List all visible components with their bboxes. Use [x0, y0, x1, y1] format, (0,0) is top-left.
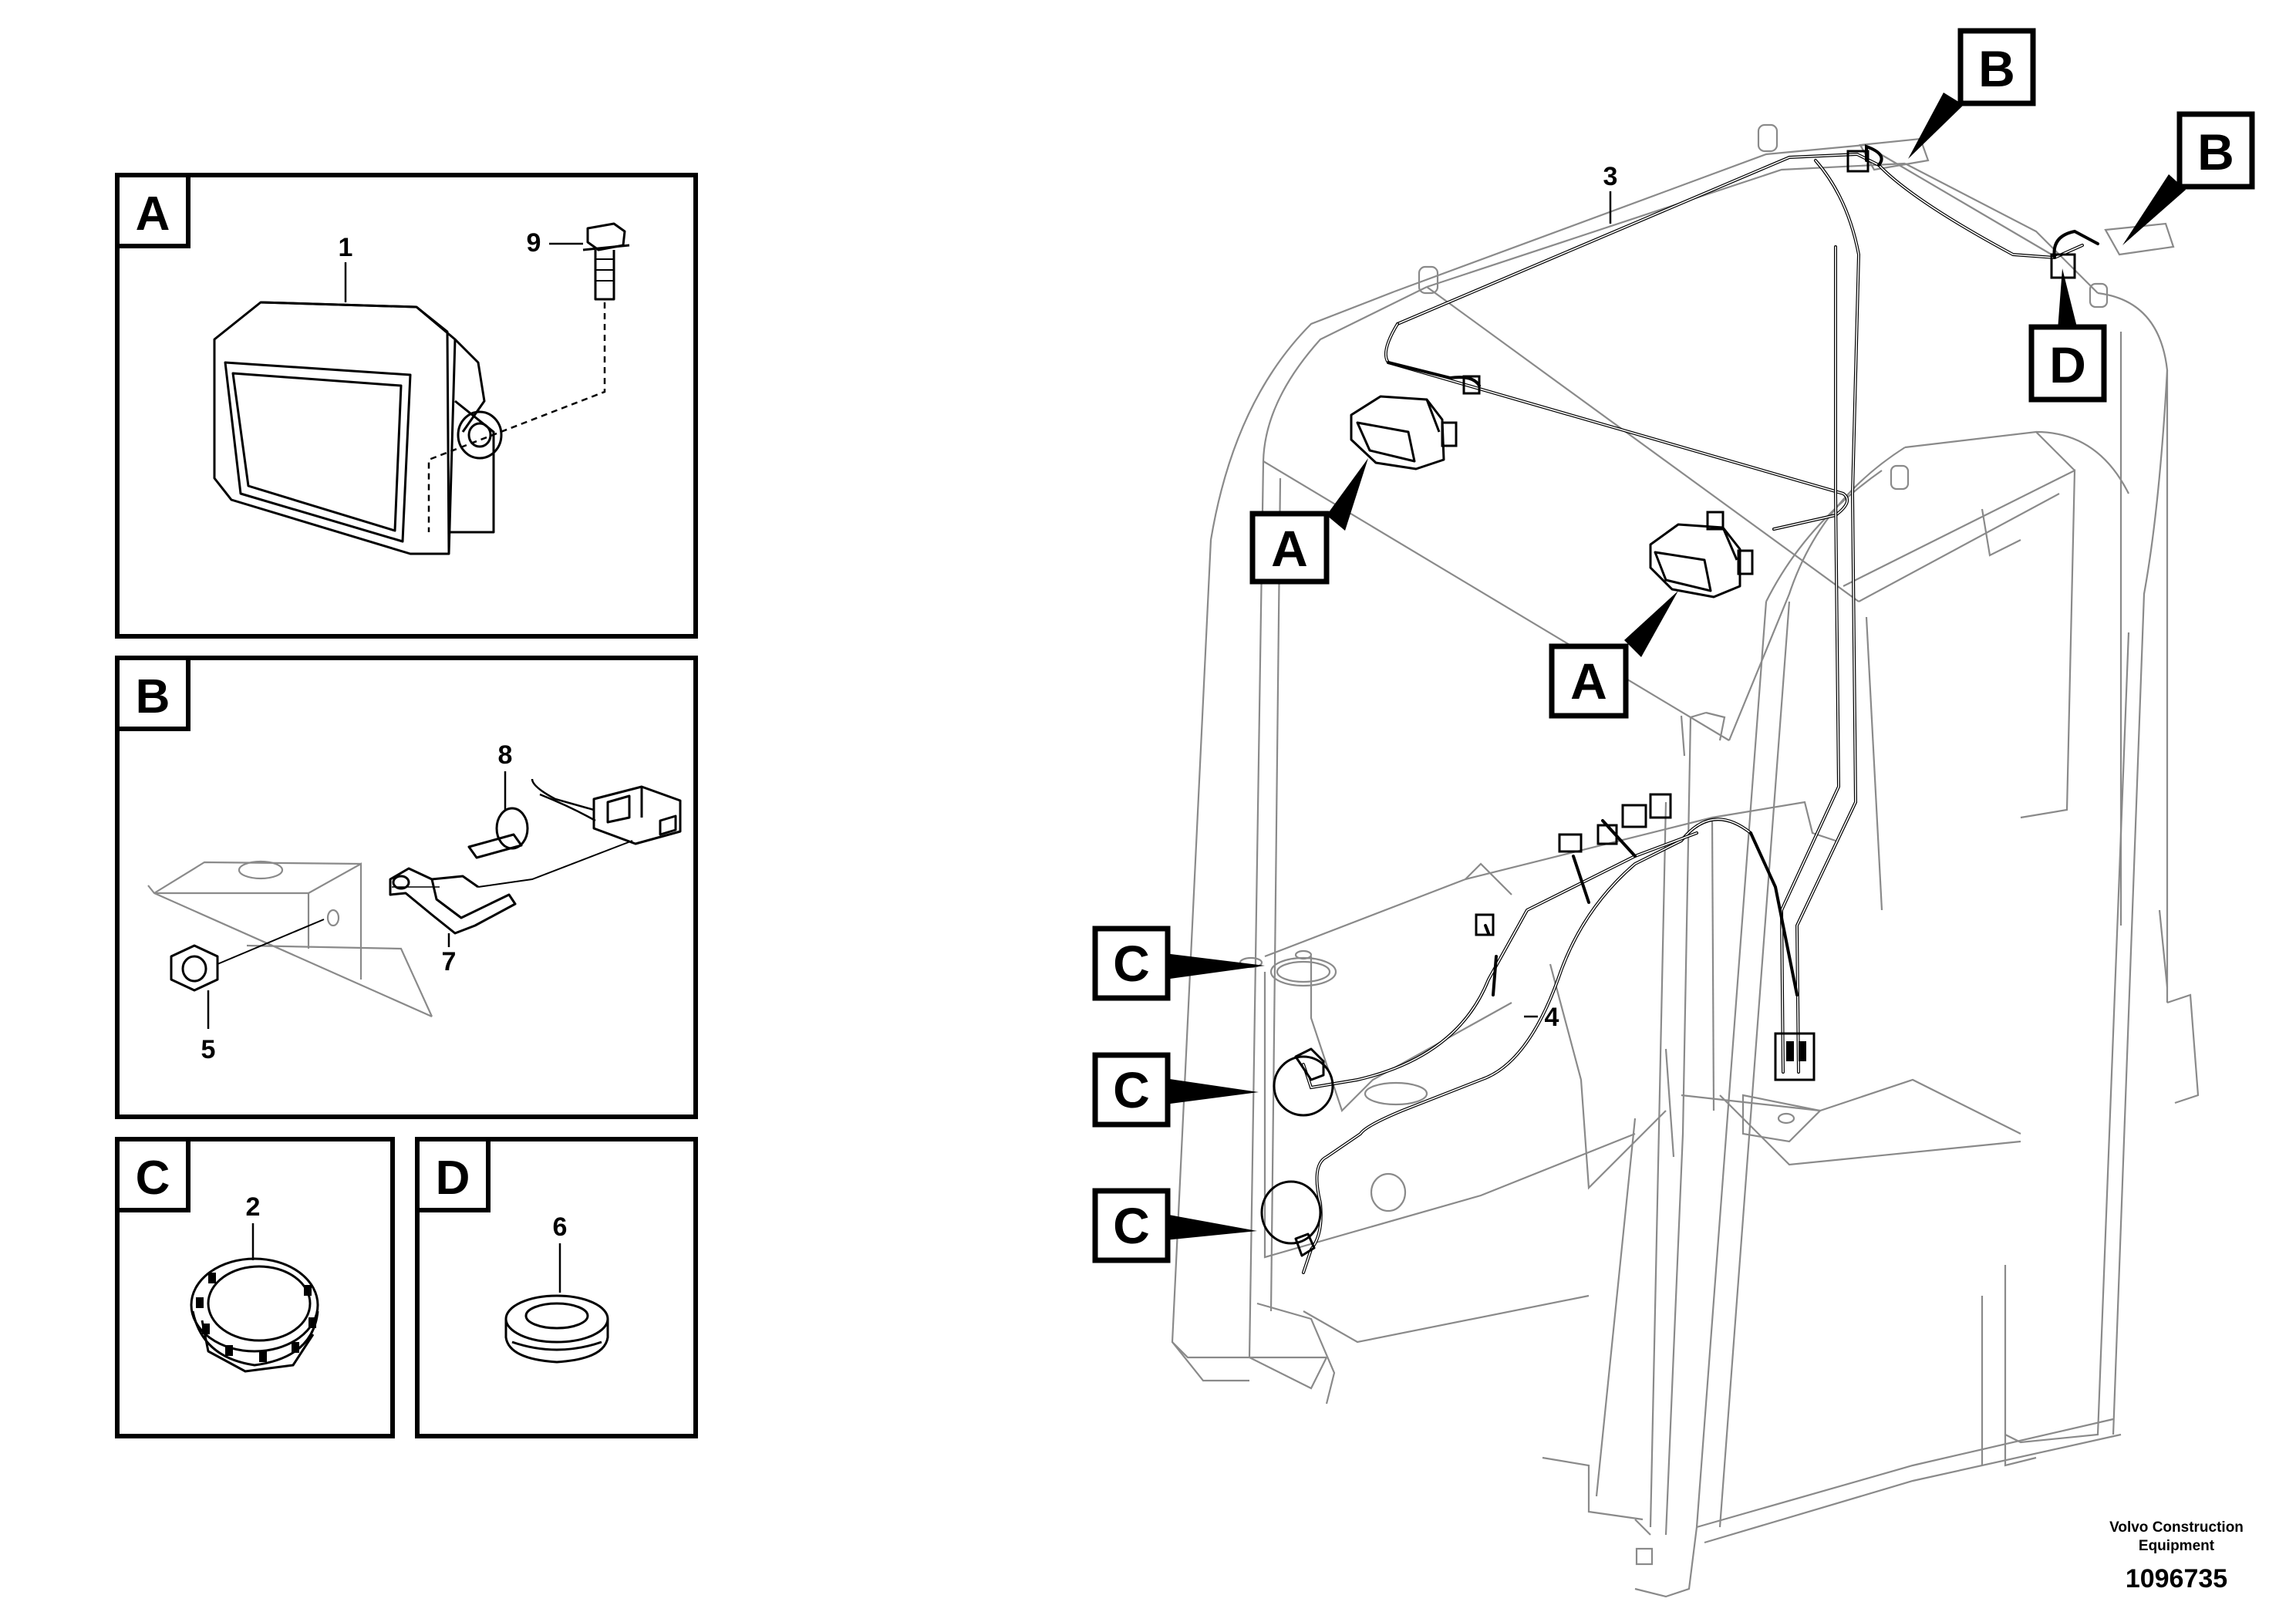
- panel-a-letter: A: [136, 187, 170, 241]
- callout-box-b-1: B: [1908, 28, 2036, 159]
- nut-icon: [170, 944, 219, 992]
- cable-clip-icon: [389, 867, 517, 935]
- svg-text:C: C: [1113, 1061, 1150, 1118]
- grommet-ring-icon: [190, 1257, 319, 1373]
- callout-box-a-1: A: [1249, 458, 1368, 585]
- callout-7: 7: [442, 947, 457, 976]
- callout-box-b-2: B: [2122, 111, 2255, 245]
- callout-1: 1: [339, 233, 353, 262]
- svg-text:B: B: [1978, 40, 2015, 97]
- callout-box-a-2: A: [1549, 591, 1678, 719]
- panel-a: A 1 9: [115, 173, 698, 639]
- callout-9: 9: [527, 228, 541, 258]
- svg-text:D: D: [2049, 336, 2086, 393]
- panel-d: D 6: [415, 1137, 698, 1438]
- callout-3: 3: [1603, 162, 1618, 191]
- cab-lamp-left-icon: [1350, 395, 1458, 470]
- bolt-icon: [582, 222, 630, 301]
- svg-text:C: C: [1113, 935, 1150, 992]
- callout-2: 2: [246, 1192, 261, 1222]
- footer-company-line2: Equipment: [2139, 1538, 2215, 1554]
- wire-harness: [1302, 144, 2099, 1274]
- svg-text:A: A: [1570, 653, 1607, 710]
- callout-box-c-1: C: [1092, 926, 1265, 1001]
- cab-lamp-right-icon: [1649, 523, 1754, 599]
- screw-icon: [467, 807, 529, 859]
- callout-6: 6: [553, 1212, 568, 1242]
- cab-frame: [1171, 123, 2200, 1598]
- callout-8: 8: [498, 740, 513, 770]
- panel-b-letter: B: [136, 670, 170, 723]
- grommet-icon: [504, 1294, 609, 1364]
- connector-cluster-icon: [1294, 150, 2076, 1257]
- work-lamp-icon: [213, 301, 503, 555]
- callout-box-d: D: [2028, 268, 2107, 403]
- svg-text:B: B: [2197, 123, 2234, 180]
- harness-holes: [1260, 1055, 1334, 1245]
- callout-5: 5: [201, 1035, 216, 1064]
- footer-company-line1: Volvo Construction: [2109, 1519, 2244, 1536]
- panel-c-letter: C: [136, 1152, 170, 1205]
- bracket-icon: [147, 860, 433, 1018]
- callout-box-c-2: C: [1092, 1052, 1259, 1128]
- panel-b: B 5 7: [115, 656, 698, 1119]
- panel-d-letter: D: [436, 1152, 470, 1205]
- connector-icon: [592, 785, 682, 845]
- callout-box-c-3: C: [1092, 1188, 1257, 1263]
- svg-text:A: A: [1271, 520, 1308, 577]
- drawing-id: 1096735: [2126, 1564, 2227, 1593]
- panel-c: C 2: [115, 1137, 395, 1438]
- callout-4: 4: [1545, 1003, 1559, 1032]
- svg-text:C: C: [1113, 1197, 1150, 1254]
